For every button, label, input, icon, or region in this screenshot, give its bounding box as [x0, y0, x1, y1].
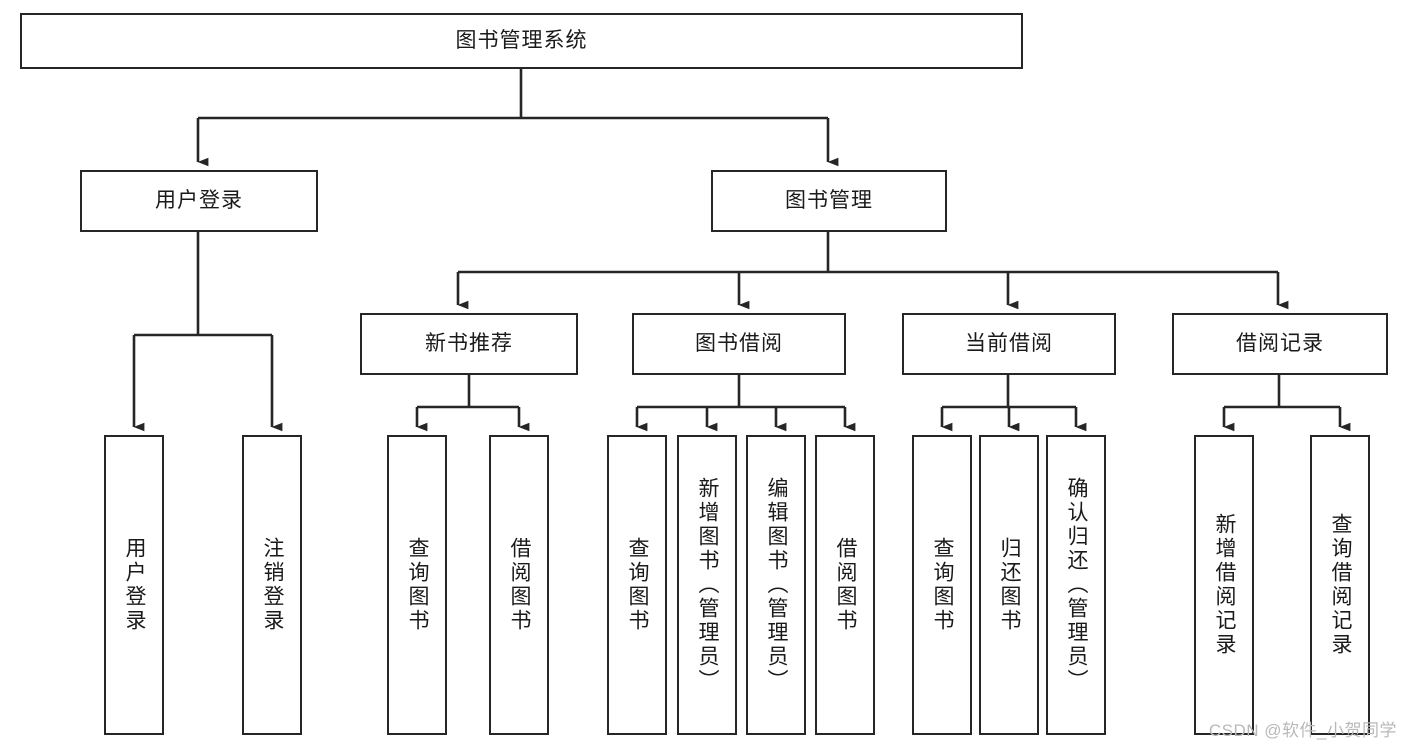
node-leaf-query-book-2-label: 查询图书 [626, 537, 650, 633]
node-borrow-record[interactable]: 借阅记录 [1172, 313, 1388, 375]
node-leaf-query-book-3-label: 查询图书 [931, 537, 955, 633]
node-leaf-edit-book-label: 编辑图书（管理员） [765, 477, 789, 693]
node-leaf-add-record[interactable]: 新增借阅记录 [1194, 435, 1254, 735]
node-leaf-borrow-book-2-label: 借阅图书 [834, 537, 858, 633]
node-leaf-confirm-return-label: 确认归还（管理员） [1065, 477, 1089, 693]
node-leaf-return-book[interactable]: 归还图书 [979, 435, 1039, 735]
node-leaf-borrow-book-2[interactable]: 借阅图书 [815, 435, 875, 735]
node-leaf-query-record[interactable]: 查询借阅记录 [1310, 435, 1370, 735]
node-leaf-logout-label: 注销登录 [261, 537, 285, 633]
node-new-book-recommend-label: 新书推荐 [425, 331, 513, 355]
node-book-borrow-label: 图书借阅 [695, 331, 783, 355]
node-book-borrow[interactable]: 图书借阅 [632, 313, 846, 375]
node-root-label: 图书管理系统 [455, 28, 588, 52]
node-leaf-return-book-label: 归还图书 [998, 537, 1022, 633]
node-borrow-record-label: 借阅记录 [1236, 331, 1324, 355]
node-leaf-query-book-1-label: 查询图书 [406, 537, 430, 633]
node-leaf-user-login-label: 用户登录 [123, 537, 147, 633]
node-user-login-label: 用户登录 [155, 188, 243, 212]
node-leaf-query-record-label: 查询借阅记录 [1329, 513, 1353, 657]
node-leaf-query-book-1[interactable]: 查询图书 [387, 435, 447, 735]
node-leaf-query-book-3[interactable]: 查询图书 [912, 435, 972, 735]
node-leaf-edit-book[interactable]: 编辑图书（管理员） [746, 435, 806, 735]
node-root[interactable]: 图书管理系统 [20, 13, 1023, 69]
node-leaf-add-book-label: 新增图书（管理员） [696, 477, 720, 693]
node-new-book-recommend[interactable]: 新书推荐 [360, 313, 578, 375]
node-leaf-query-book-2[interactable]: 查询图书 [607, 435, 667, 735]
node-current-borrow[interactable]: 当前借阅 [902, 313, 1116, 375]
node-book-manage-label: 图书管理 [785, 188, 873, 212]
node-leaf-add-book[interactable]: 新增图书（管理员） [677, 435, 737, 735]
node-leaf-confirm-return[interactable]: 确认归还（管理员） [1046, 435, 1106, 735]
node-book-manage[interactable]: 图书管理 [711, 170, 947, 232]
node-leaf-user-login[interactable]: 用户登录 [104, 435, 164, 735]
node-leaf-add-record-label: 新增借阅记录 [1213, 513, 1237, 657]
node-leaf-logout[interactable]: 注销登录 [242, 435, 302, 735]
node-user-login[interactable]: 用户登录 [80, 170, 318, 232]
node-current-borrow-label: 当前借阅 [965, 331, 1053, 355]
node-leaf-borrow-book-1[interactable]: 借阅图书 [489, 435, 549, 735]
watermark: CSDN @软件_小贺同学 [1208, 721, 1397, 740]
node-leaf-borrow-book-1-label: 借阅图书 [508, 537, 532, 633]
